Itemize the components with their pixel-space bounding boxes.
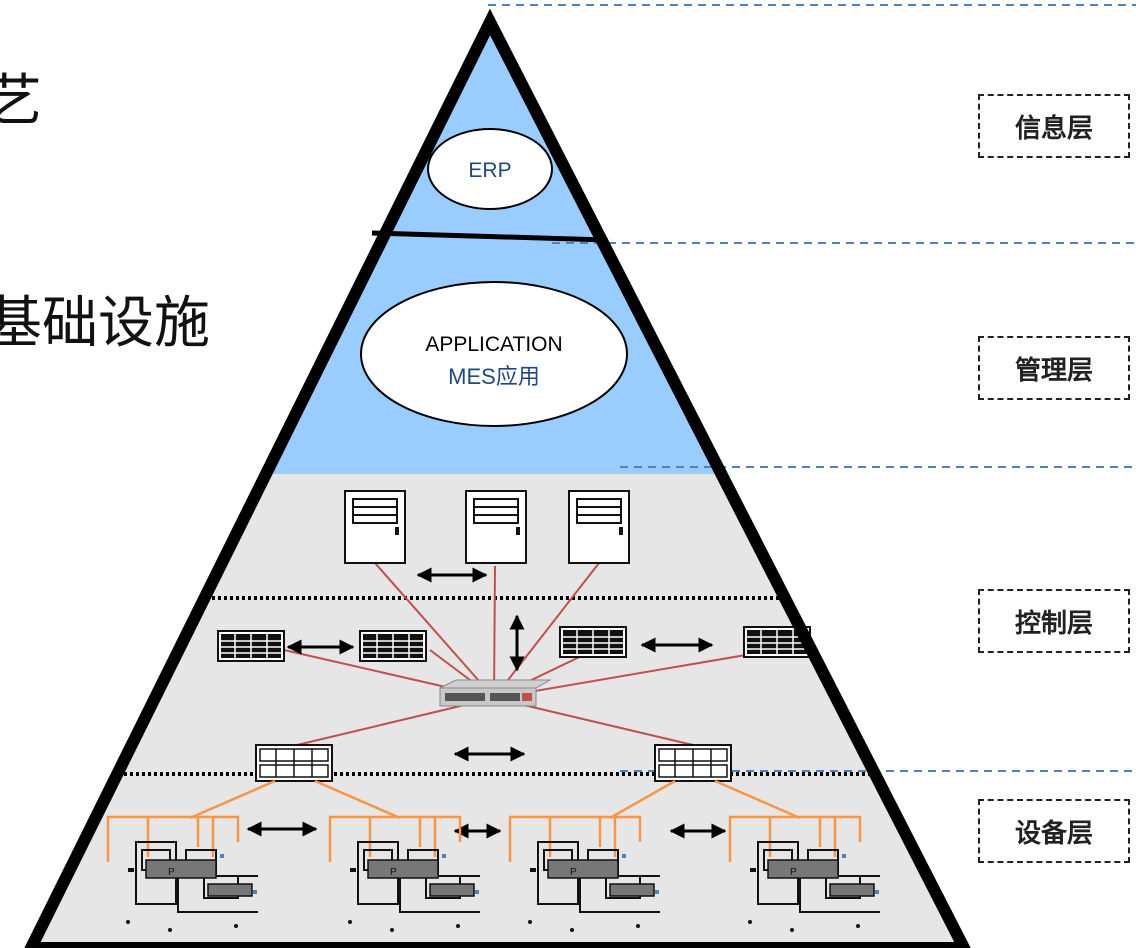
server-icon <box>344 490 406 564</box>
plc-icon <box>654 744 732 782</box>
network-lines <box>283 562 776 746</box>
device-layer-label: 设备层 <box>978 799 1130 863</box>
field-bus-lines <box>189 779 801 820</box>
mes-ellipse: APPLICATION MES应用 <box>360 281 628 427</box>
server-icon <box>568 490 630 564</box>
controller-rack-icon <box>559 626 627 658</box>
background-text-1: 艺 <box>0 69 42 134</box>
plc-icon <box>255 744 333 782</box>
controller-rack-icon <box>217 630 285 662</box>
bidirectional-arrows <box>246 567 727 839</box>
background-text-2: 基础设施 <box>0 291 210 356</box>
erp-ellipse: ERP <box>427 128 553 210</box>
pyramid-outline <box>24 8 971 948</box>
controller-rack-icon <box>359 630 427 662</box>
erp-label: ERP <box>468 159 511 182</box>
network-switch-icon <box>439 679 552 707</box>
info-layer-divider <box>371 230 608 243</box>
mes-label: MES应用 <box>448 364 540 389</box>
management-layer-label: 管理层 <box>978 336 1130 400</box>
control-layer-label: 控制层 <box>978 589 1130 653</box>
application-label: APPLICATION <box>425 333 562 356</box>
server-icon <box>465 490 527 564</box>
info-layer-label: 信息层 <box>978 94 1130 158</box>
